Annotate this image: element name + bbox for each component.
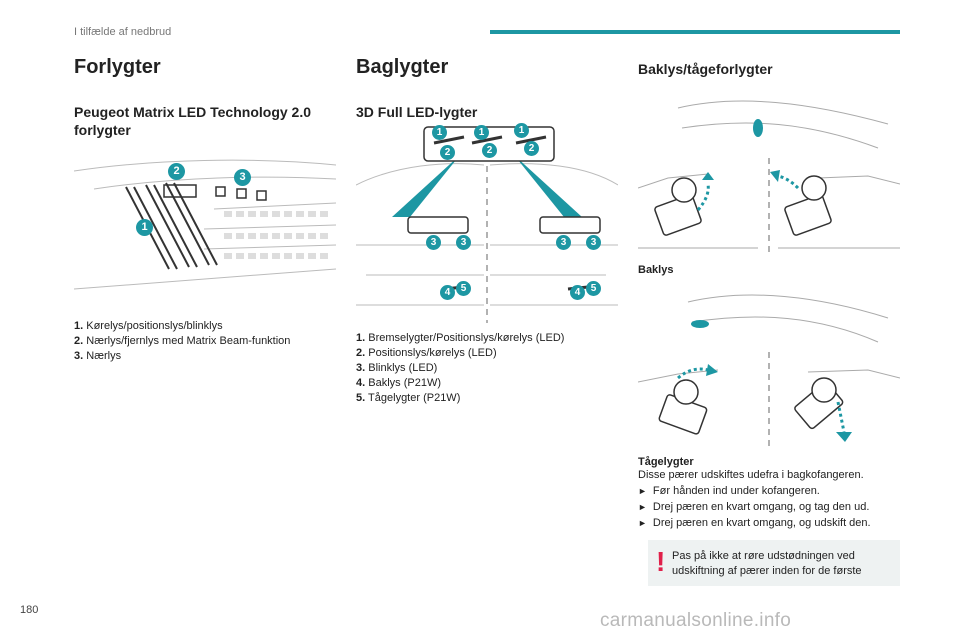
item-text: Kørelys/positionslys/blinklys [86, 320, 223, 332]
badge-3: 3 [456, 235, 471, 250]
item-number: 3. [356, 362, 366, 374]
instruction-paragraph: Disse pærer udskiftes udefra i bagkofang… [638, 469, 864, 481]
step-item: ► Drej pæren en kvart omgang, og udskift … [638, 515, 900, 531]
item-text: Positionslys/kørelys (LED) [368, 347, 497, 359]
section-header: I tilfælde af nedbrud [74, 26, 172, 38]
badge-1: 1 [474, 125, 489, 140]
reversing-fog-title: Baklys/tågeforlygter [638, 61, 773, 77]
caption-fog: Tågelygter [638, 456, 694, 468]
step-text: Drej pæren en kvart omgang, og tag den u… [652, 501, 870, 513]
badge-5: 5 [456, 281, 471, 296]
fog-lamp-illustration [637, 294, 901, 450]
column-rear-lamps: Baglygter 3D Full LED-lygter [355, 56, 619, 406]
item-text: Nærlys [86, 350, 122, 362]
item-number: 2. [74, 335, 84, 347]
fog-lamp-figure [637, 282, 901, 452]
badge-1: 1 [432, 125, 447, 140]
triangle-bullet-icon: ► [638, 502, 647, 512]
item-text: Bremselygter/Positionslys/kørelys (LED) [368, 332, 565, 344]
badge-2: 2 [524, 141, 539, 156]
item-number: 3. [74, 350, 84, 362]
column-reversing-fog: Baklys/tågeforlygter Baklys [637, 56, 901, 531]
badge-4: 4 [570, 285, 585, 300]
item-text: Baklys (P21W) [368, 377, 441, 389]
item-number: 4. [356, 377, 366, 389]
page-number: 180 [20, 604, 39, 616]
badge-1: 1 [136, 219, 153, 236]
list-item: 1. Bremselygter/Positionslys/kørelys (LE… [356, 331, 618, 346]
reversing-lamp-figure [637, 88, 901, 258]
badge-1: 1 [514, 123, 529, 138]
list-item: 3. Blinklys (LED) [356, 361, 618, 376]
item-text: Nærlys/fjernlys med Matrix Beam-funktion [86, 335, 291, 347]
rear-lamp-legend: 1. Bremselygter/Positionslys/kørelys (LE… [356, 331, 618, 406]
warning-box: ! Pas på ikke at røre udstødningen ved u… [648, 540, 900, 586]
item-text: Blinklys (LED) [368, 362, 438, 374]
triangle-bullet-icon: ► [638, 518, 647, 528]
headlamps-subtitle: Peugeot Matrix LED Technology 2.0 forlyg… [74, 104, 312, 138]
reversing-lamp-illustration [637, 100, 901, 256]
watermark: carmanualsonline.info [600, 610, 792, 631]
list-item: 2. Nærlys/fjernlys med Matrix Beam-funkt… [74, 334, 336, 349]
item-number: 1. [74, 320, 84, 332]
list-item: 1. Kørelys/positionslys/blinklys [74, 319, 336, 334]
step-item: ► Før hånden ind under kofangeren. [638, 483, 900, 499]
rear-lamp-figure: 1 1 1 2 2 2 3 3 3 3 4 5 4 5 [355, 123, 619, 325]
list-item: 4. Baklys (P21W) [356, 376, 618, 391]
item-number: 2. [356, 347, 366, 359]
warning-icon: ! [656, 546, 666, 577]
badge-2: 2 [168, 163, 185, 180]
item-number: 5. [356, 392, 366, 404]
header-accent-bar [490, 30, 900, 34]
warning-text: Pas på ikke at røre udstødningen ved uds… [672, 550, 862, 577]
list-item: 3. Nærlys [74, 349, 336, 364]
badge-3: 3 [556, 235, 571, 250]
list-item: 2. Positionslys/kørelys (LED) [356, 346, 618, 361]
rear-lamps-title: Baglygter [356, 56, 449, 78]
item-number: 1. [356, 332, 366, 344]
badge-2: 2 [482, 143, 497, 158]
headlamp-illustration [73, 159, 337, 290]
badge-2: 2 [440, 145, 455, 160]
rear-lamps-subtitle: 3D Full LED-lygter [356, 104, 478, 120]
headlamp-legend: 1. Kørelys/positionslys/blinklys 2. Nærl… [74, 319, 336, 364]
badge-4: 4 [440, 285, 455, 300]
item-text: Tågelygter (P21W) [368, 392, 461, 404]
step-text: Drej pæren en kvart omgang, og udskift d… [652, 517, 871, 529]
triangle-bullet-icon: ► [638, 486, 647, 496]
step-item: ► Drej pæren en kvart omgang, og tag den … [638, 499, 900, 515]
step-text: Før hånden ind under kofangeren. [652, 485, 820, 497]
headlamps-title: Forlygter [74, 56, 161, 78]
list-item: 5. Tågelygter (P21W) [356, 391, 618, 406]
column-headlamps: Forlygter Peugeot Matrix LED Technology … [73, 56, 337, 364]
badge-5: 5 [586, 281, 601, 296]
badge-3: 3 [426, 235, 441, 250]
headlamp-figure: 2 3 1 [73, 149, 337, 299]
badge-3: 3 [234, 169, 251, 186]
caption-reversing: Baklys [638, 264, 674, 276]
badge-3: 3 [586, 235, 601, 250]
